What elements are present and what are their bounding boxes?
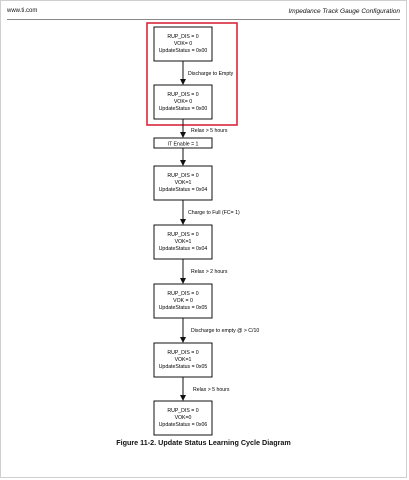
state-8-line-2: VOK=0 bbox=[175, 415, 192, 421]
state-box-5: RUP_DIS = 0 VOK=1 UpdateStatus = 0x04 bbox=[153, 224, 213, 260]
state-8-line-3: UpdateStatus = 0x06 bbox=[159, 422, 208, 428]
state-box-2: RUP_DIS = 0 VOK= 0 UpdateStatus = 0x00 bbox=[153, 84, 213, 120]
highlight-box bbox=[146, 22, 238, 126]
state-7-line-1: RUP_DIS = 0 bbox=[167, 350, 198, 356]
transition-label-1: Discharge to Empty bbox=[188, 71, 234, 77]
header-section-title: Impedance Track Gauge Configuration bbox=[288, 8, 400, 15]
state-7-line-2: VOK=1 bbox=[175, 357, 192, 363]
figure-caption: Figure 11-2. Update Status Learning Cycl… bbox=[116, 438, 291, 447]
state-8-line-1: RUP_DIS = 0 bbox=[167, 408, 198, 414]
state-4-line-2: VOK=1 bbox=[175, 180, 192, 186]
state-5-line-3: UpdateStatus = 0x04 bbox=[159, 246, 208, 252]
state-6-line-1: RUP_DIS = 0 bbox=[167, 291, 198, 297]
state-2-line-1: RUP_DIS = 0 bbox=[167, 92, 198, 98]
state-5-line-1: RUP_DIS = 0 bbox=[167, 232, 198, 238]
state-it-enable-line-1: IT Enable = 1 bbox=[168, 141, 199, 147]
learning-cycle-diagram: RUP_DIS = 0 VOK= 0 UpdateStatus = 0x00 R… bbox=[146, 22, 259, 436]
header-url: www.ti.com bbox=[7, 8, 38, 14]
state-4-line-3: UpdateStatus = 0x04 bbox=[159, 187, 208, 193]
state-box-8: RUP_DIS = 0 VOK=0 UpdateStatus = 0x06 bbox=[153, 400, 213, 436]
transition-label-5: Relax > 2 hours bbox=[191, 269, 228, 275]
state-1-line-2: VOK= 0 bbox=[174, 41, 192, 47]
state-box-it-enable: IT Enable = 1 bbox=[153, 137, 213, 149]
header-rule bbox=[7, 19, 400, 20]
state-box-4: RUP_DIS = 0 VOK=1 UpdateStatus = 0x04 bbox=[153, 165, 213, 201]
transition-label-6: Discharge to empty @ > C/10 bbox=[191, 328, 259, 334]
state-5-line-2: VOK=1 bbox=[175, 239, 192, 245]
state-4-line-1: RUP_DIS = 0 bbox=[167, 173, 198, 179]
transition-label-7: Relax > 5 hours bbox=[193, 387, 230, 393]
state-2-line-2: VOK= 0 bbox=[174, 99, 192, 105]
state-7-line-3: UpdateStatus = 0x05 bbox=[159, 364, 208, 370]
state-6-line-2: VOK = 0 bbox=[173, 298, 193, 304]
transition-label-2: Relax > 5 hours bbox=[191, 128, 228, 134]
state-box-1: RUP_DIS = 0 VOK= 0 UpdateStatus = 0x00 bbox=[153, 26, 213, 62]
transition-label-4: Charge to Full (FC= 1) bbox=[188, 210, 240, 216]
state-6-line-3: UpdateStatus = 0x05 bbox=[159, 305, 208, 311]
state-box-6: RUP_DIS = 0 VOK = 0 UpdateStatus = 0x05 bbox=[153, 283, 213, 319]
state-1-line-1: RUP_DIS = 0 bbox=[167, 34, 198, 40]
state-2-line-3: UpdateStatus = 0x00 bbox=[159, 106, 208, 112]
state-box-7: RUP_DIS = 0 VOK=1 UpdateStatus = 0x05 bbox=[153, 342, 213, 378]
state-1-line-3: UpdateStatus = 0x00 bbox=[159, 48, 208, 54]
